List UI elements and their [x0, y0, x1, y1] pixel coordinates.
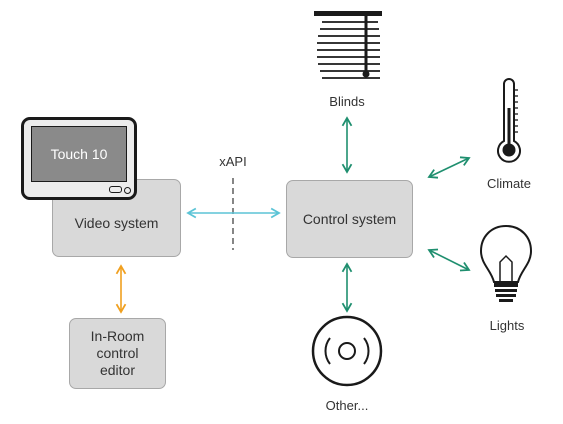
lights-label: Lights	[489, 318, 525, 333]
touch-panel-button	[109, 186, 122, 193]
editor-label-line3: editor	[99, 362, 136, 378]
thermometer-icon	[497, 78, 521, 163]
touch-panel-led	[124, 187, 131, 194]
blinds-icon	[314, 11, 382, 79]
touch10-label: Touch 10	[50, 146, 108, 162]
other-label: Other...	[325, 398, 369, 413]
control-system-label: Control system	[302, 210, 397, 227]
editor-label-line2: control	[96, 345, 139, 361]
light-bulb-icon	[479, 224, 533, 302]
speaker-icon	[311, 315, 383, 387]
climate-label: Climate	[486, 176, 532, 191]
touch-panel-icon: Touch 10	[21, 117, 137, 200]
control-system-node: Control system	[286, 180, 413, 258]
xapi-label: xAPI	[219, 154, 247, 169]
climate-arrow	[427, 156, 471, 179]
in-room-editor-node: In-Room control editor	[69, 318, 166, 389]
blinds-label: Blinds	[329, 94, 365, 109]
editor-label-line1: In-Room	[90, 328, 145, 344]
touch-panel-screen: Touch 10	[31, 126, 127, 182]
video-system-label: Video system	[74, 214, 159, 231]
lights-arrow	[427, 248, 471, 272]
